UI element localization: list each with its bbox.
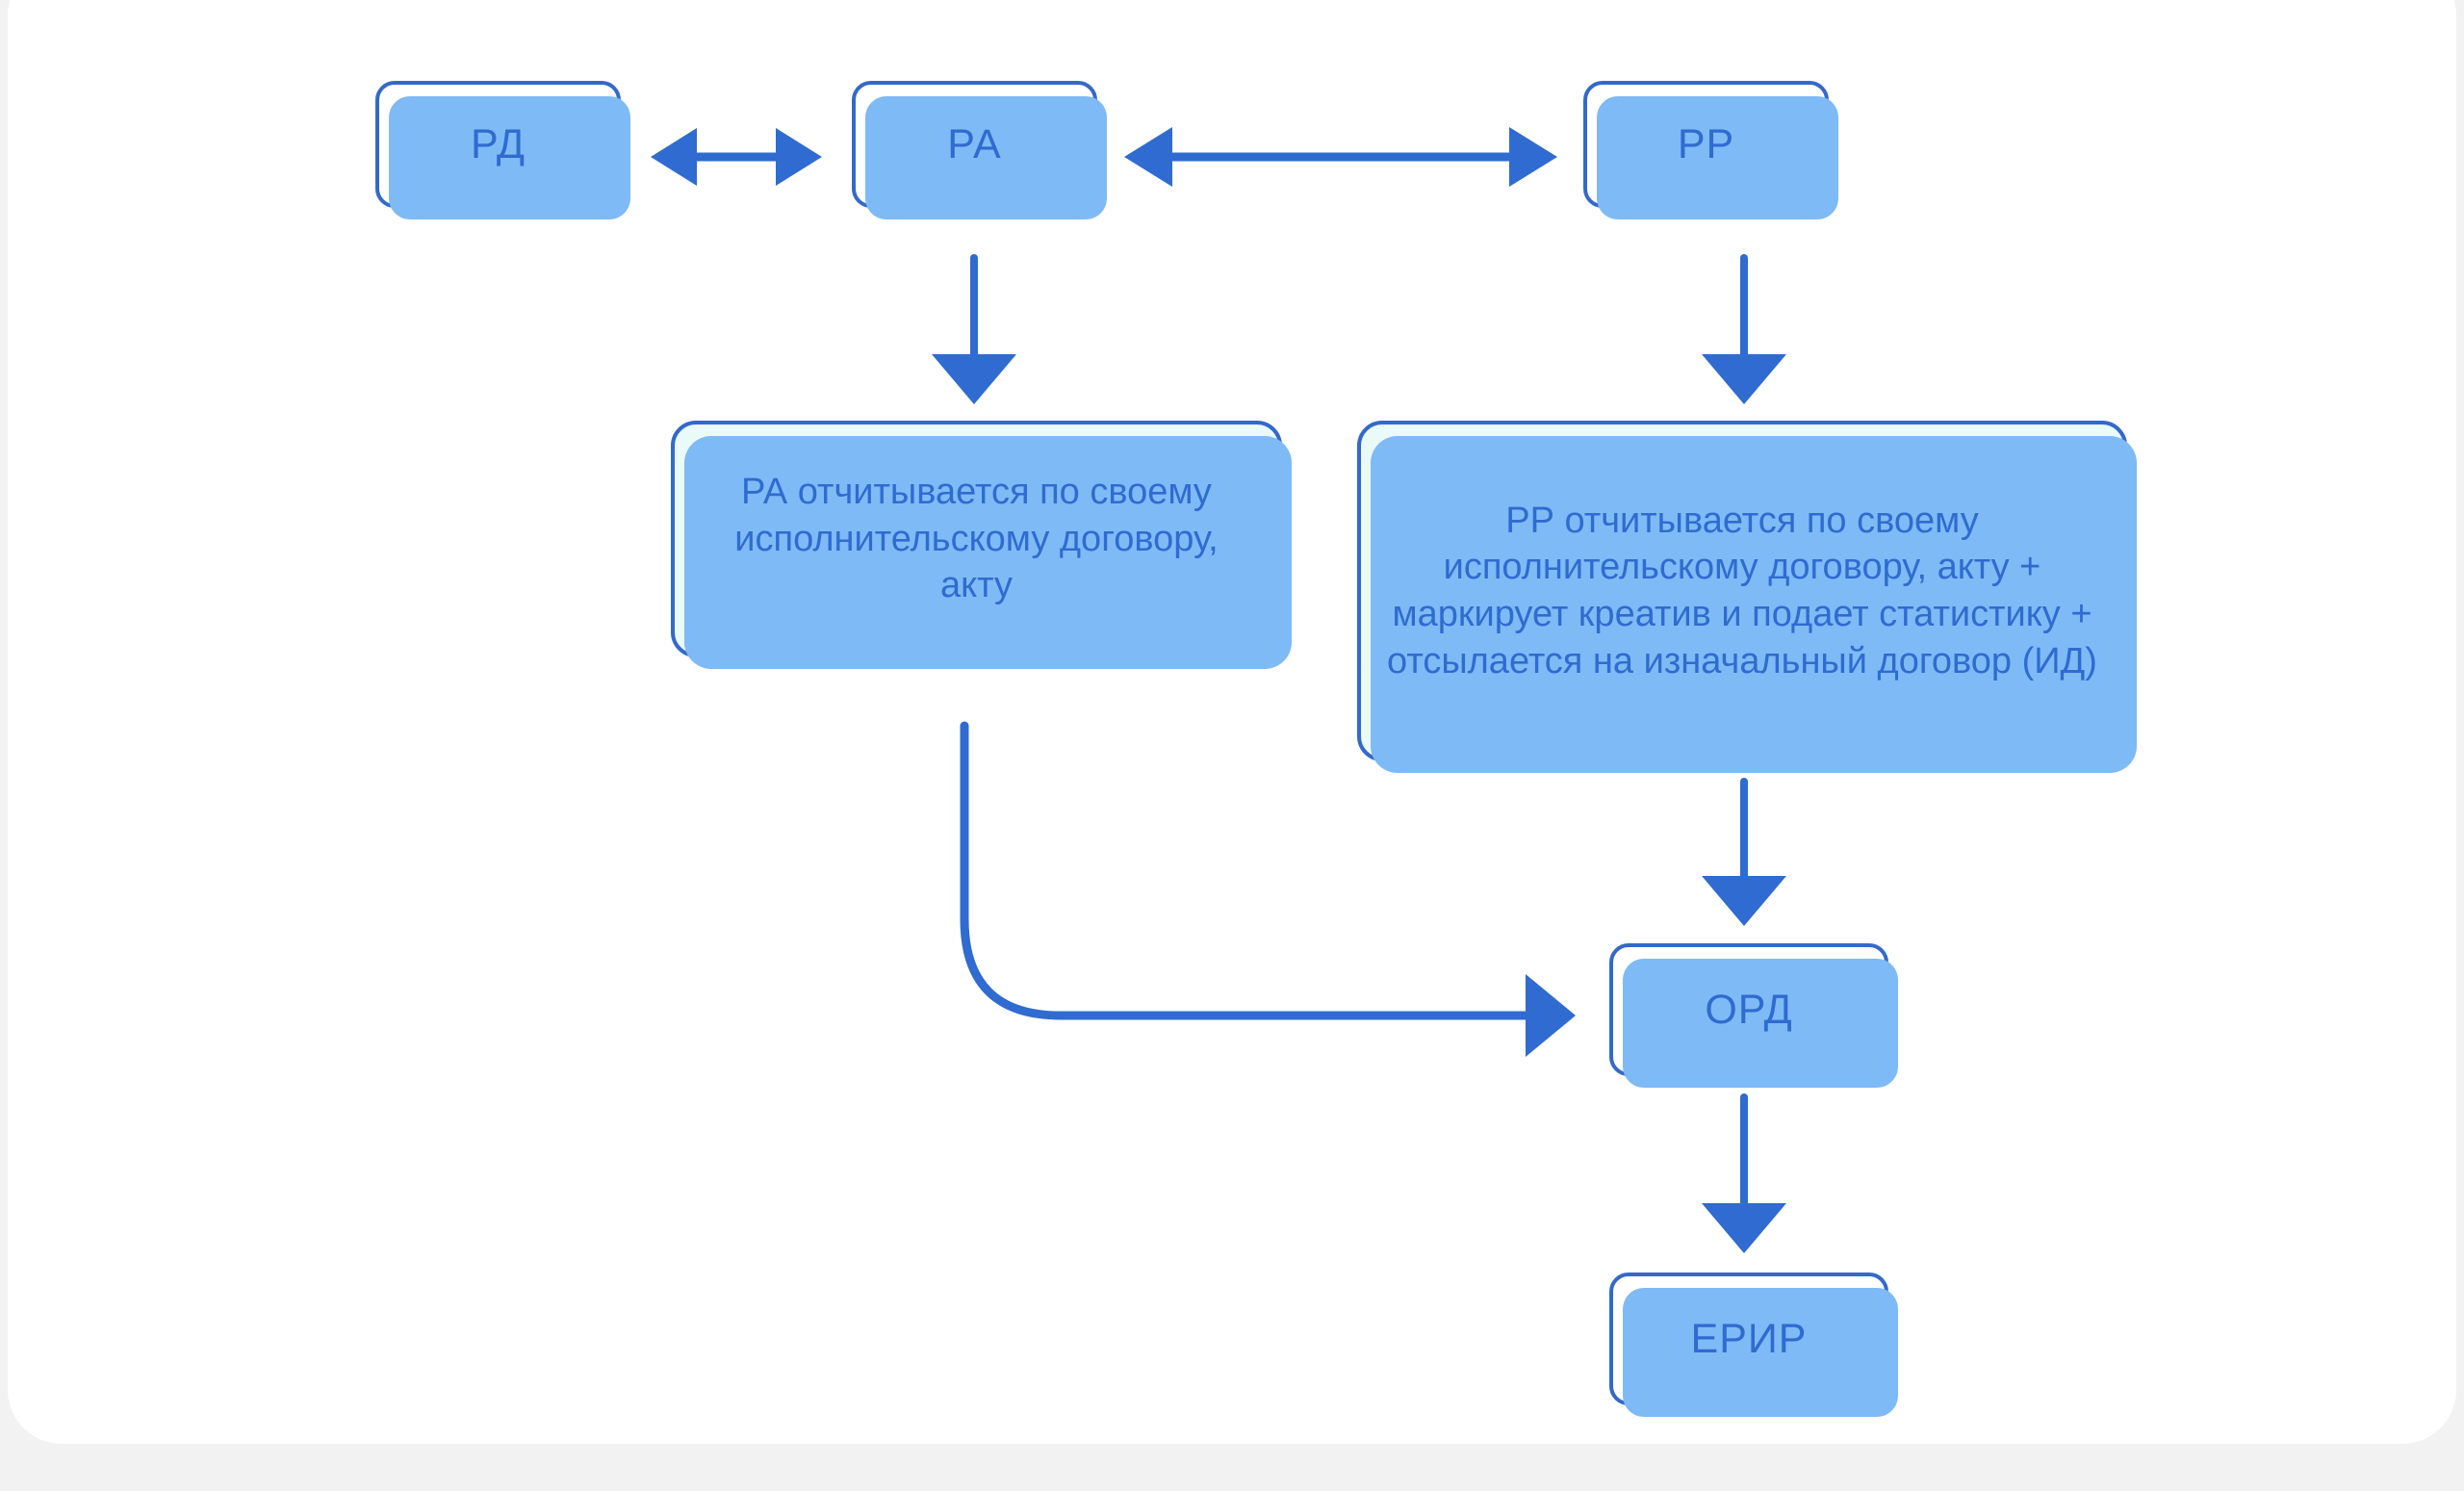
node-note-ra[interactable]: РА отчитывается по своему исполнительско…: [671, 421, 1292, 669]
node-erir-label: ЕРИР: [1690, 1315, 1808, 1362]
edge-note-rr-ord: [1702, 778, 1786, 926]
node-note-rr[interactable]: РР отчитывается по своему исполнительско…: [1357, 421, 2137, 773]
node-rd-label: РД: [471, 120, 526, 167]
node-note-ra-label: РА отчитывается по своему исполнительско…: [734, 472, 1219, 606]
edge-rd-ra: [651, 128, 822, 186]
arrowhead-right: [776, 128, 822, 186]
arrowhead-left: [651, 128, 697, 186]
edge-rr-note: [1702, 254, 1786, 404]
node-ra[interactable]: РА: [852, 81, 1107, 219]
node-rd[interactable]: РД: [375, 81, 630, 219]
arrowhead-down: [1702, 1203, 1786, 1253]
node-rr[interactable]: РР: [1583, 81, 1838, 219]
arrowhead-right: [1509, 127, 1557, 187]
node-ord[interactable]: ОРД: [1609, 943, 1898, 1088]
arrowhead-down: [932, 354, 1016, 404]
node-rr-label: РР: [1677, 120, 1735, 167]
edge-ra-note: [932, 254, 1016, 404]
arrowhead-left: [1124, 127, 1172, 187]
edge-note-ra-ord: [960, 721, 1576, 1057]
arrowhead-right: [1526, 974, 1576, 1057]
node-ord-label: ОРД: [1705, 986, 1793, 1033]
node-erir[interactable]: ЕРИР: [1609, 1272, 1898, 1417]
edge-ra-rr: [1124, 127, 1557, 187]
edge-ord-erir: [1702, 1093, 1786, 1253]
node-ra-label: РА: [947, 120, 1002, 167]
node-note-rr-label: РР отчитывается по своему исполнительско…: [1387, 500, 2097, 681]
arrowhead-down: [1702, 354, 1786, 404]
arrowhead-down: [1702, 876, 1786, 926]
